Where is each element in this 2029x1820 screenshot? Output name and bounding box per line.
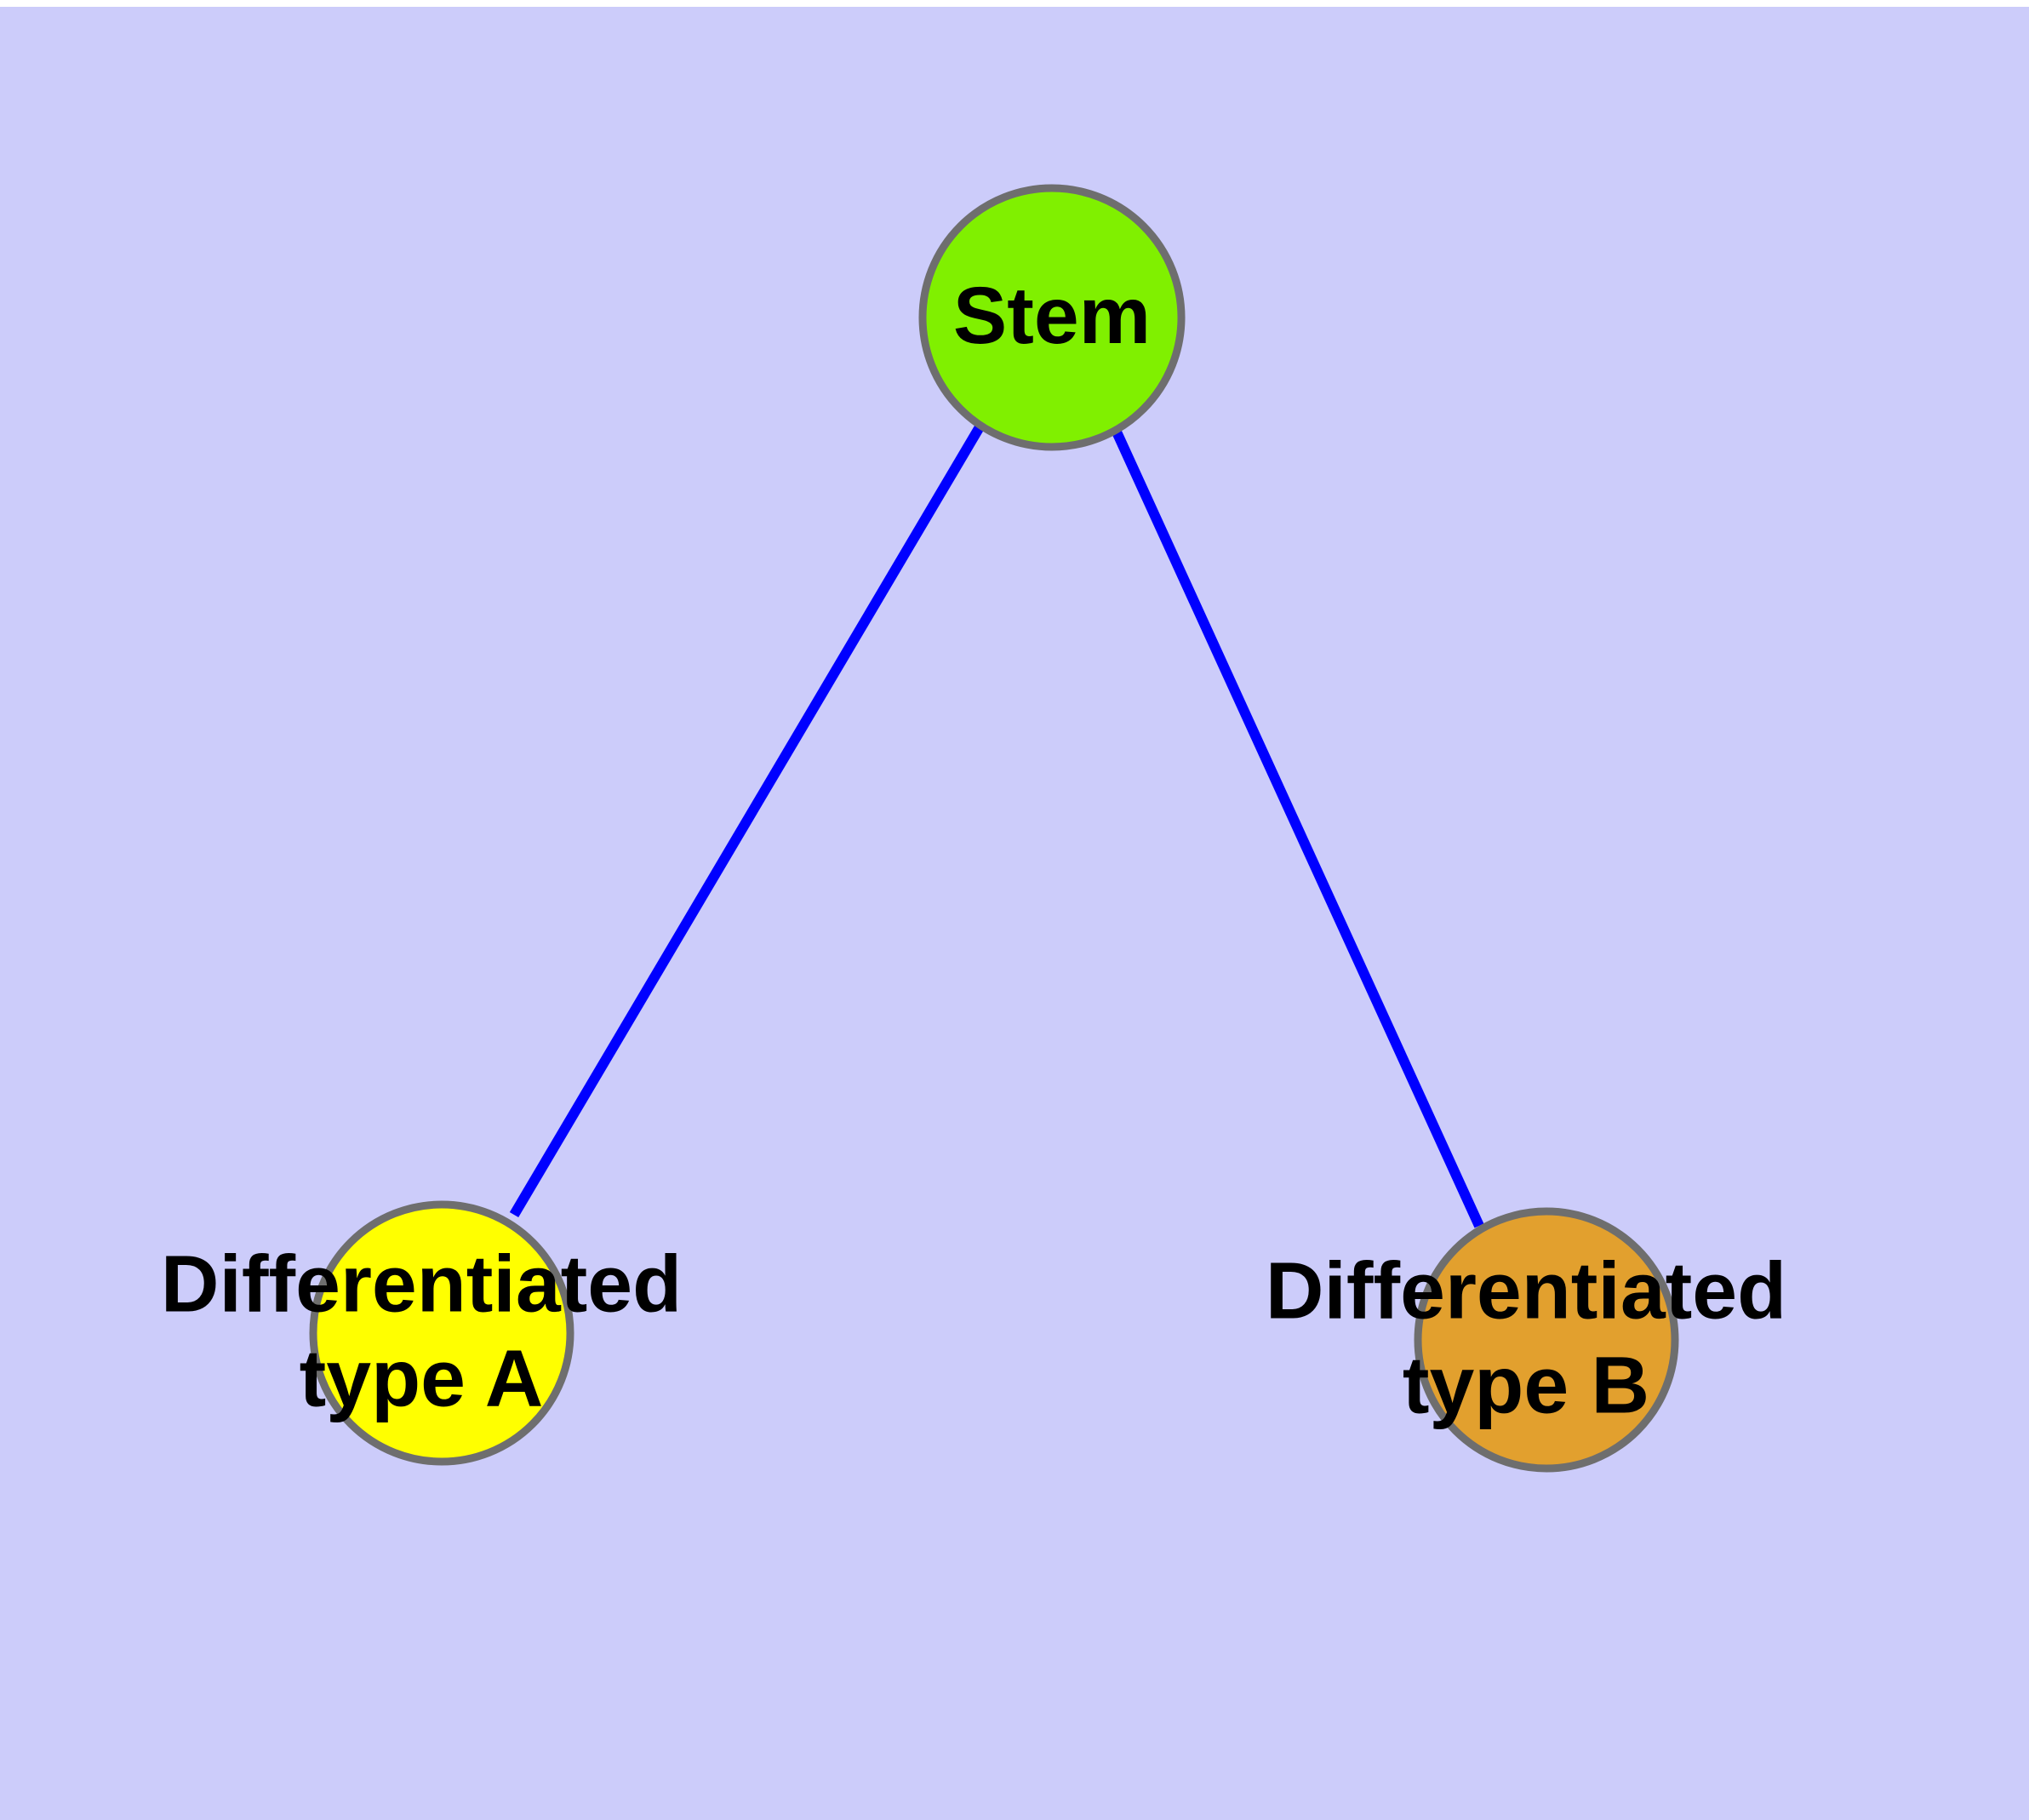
graph-node-diff_a[interactable] bbox=[309, 1200, 574, 1466]
node-label-line: Differentiated bbox=[1266, 1246, 1786, 1336]
edges-layer bbox=[509, 422, 1484, 1228]
graph-edge-stem-to-diff_b[interactable] bbox=[1110, 426, 1484, 1228]
graph-node-diff_b[interactable] bbox=[1414, 1207, 1679, 1473]
graph-node-stem[interactable] bbox=[918, 184, 1186, 451]
node-label-line: type B bbox=[1403, 1341, 1649, 1431]
nodes-layer bbox=[309, 184, 1679, 1473]
node-label-stem: Stem bbox=[953, 271, 1151, 361]
node-label-line: type A bbox=[300, 1334, 544, 1424]
graph-edge-stem-to-diff_a[interactable] bbox=[509, 422, 986, 1218]
node-label-line: Stem bbox=[953, 271, 1151, 361]
node-label-line: Differentiated bbox=[161, 1239, 682, 1330]
